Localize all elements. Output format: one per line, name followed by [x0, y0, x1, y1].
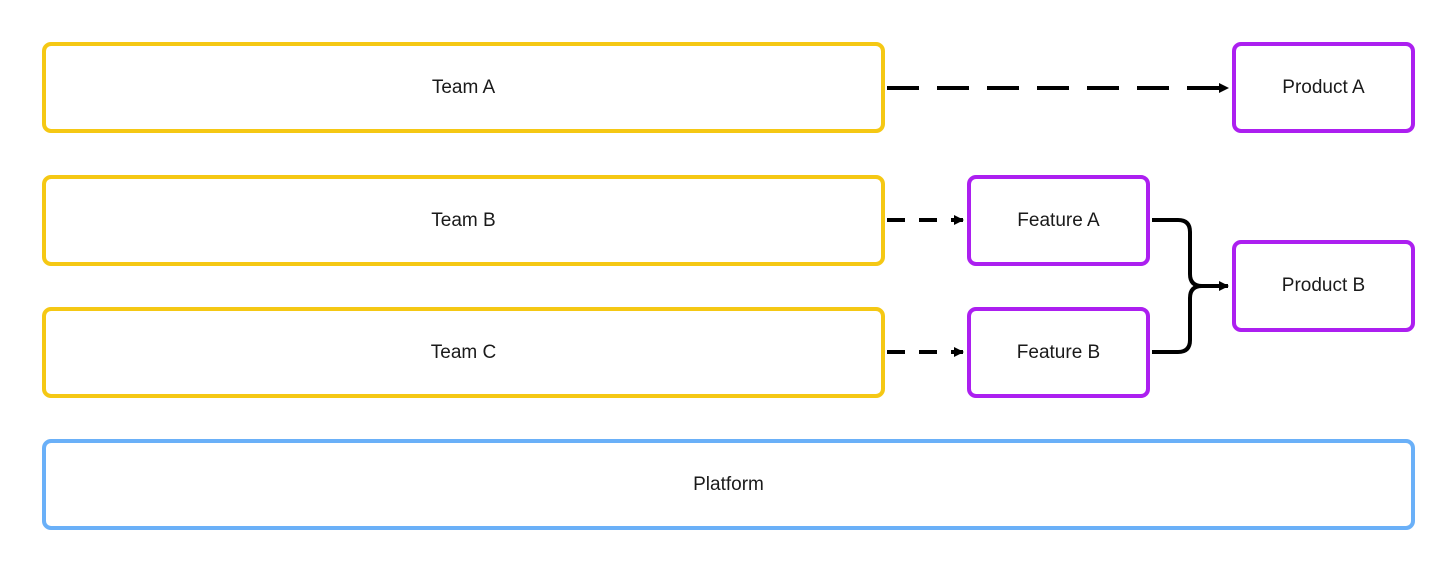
edge-feature-b-to-product-b — [1152, 284, 1228, 354]
platform-label: Platform — [693, 473, 764, 495]
team-a-label: Team A — [431, 76, 496, 98]
edge-feature-a-to-product-b — [1152, 218, 1229, 291]
team-c-label: Team C — [430, 341, 497, 363]
team-c-node: Team C — [42, 307, 885, 398]
product-b-node: Product B — [1232, 240, 1415, 332]
feature-a-label: Feature A — [1017, 209, 1100, 231]
feature-b-node: Feature B — [967, 307, 1150, 398]
platform-node: Platform — [42, 439, 1415, 530]
feature-a-node: Feature A — [967, 175, 1150, 266]
product-b-label: Product B — [1281, 275, 1366, 296]
product-a-label: Product A — [1282, 76, 1365, 98]
product-a-node: Product A — [1232, 42, 1415, 133]
team-b-node: Team B — [42, 175, 885, 266]
feature-b-label: Feature B — [1016, 341, 1101, 363]
team-b-label: Team B — [431, 209, 496, 231]
team-a-node: Team A — [42, 42, 885, 133]
